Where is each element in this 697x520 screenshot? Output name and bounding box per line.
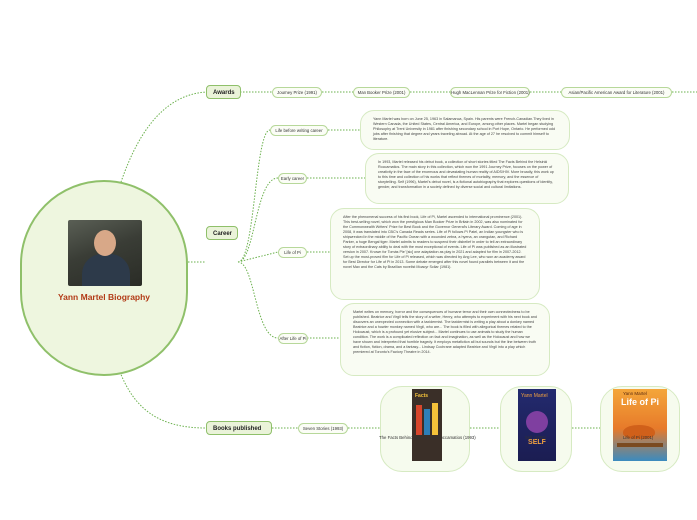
cover-self: Yann Martel SELF [518,389,556,461]
note-after-life-of-pi: Martel writes on memory, horror and the … [340,303,550,376]
cover-pi-author: Yann Martel [623,391,647,396]
cover-tiger-shape [623,425,655,439]
cover-self-orb [526,411,548,433]
root-node[interactable]: Yann Martel Biography [20,180,188,376]
award-asian-pacific[interactable]: Asian/Pacific American Award for Literat… [561,87,672,98]
award-journey-prize[interactable]: Journey Prize (1991) [272,87,322,98]
note-early-career: In 1993, Martel released his debut book,… [365,153,569,204]
career-early[interactable]: Early career [278,173,307,184]
book-card-life-of-pi[interactable]: Yann Martel Life of Pi Life of Pi (2001) [600,386,680,472]
caption-life-of-pi: Life of Pi (2001) [623,435,654,440]
cover-stripe-blue [424,409,430,435]
link-career-notes [307,129,365,339]
branch-books-published[interactable]: Books published [206,421,272,435]
branch-career[interactable]: Career [206,226,238,240]
branch-awards[interactable]: Awards [206,85,241,99]
award-man-booker[interactable]: Man Booker Prize (2001) [353,87,410,98]
caption-facts: The Facts Behind the Helsinki Roccamatio… [379,435,476,440]
cover-facts-title: Facts [415,393,429,399]
book-card-facts[interactable]: Facts The Facts Behind the Helsinki Rocc… [379,386,476,472]
award-hugh-maclennan[interactable]: Hugh MacLennan Prize for Fiction (2001) [450,87,530,98]
link-career-items [237,129,279,339]
cover-pi-title: Life of Pi [621,397,659,407]
caption-self: Self (1996) [525,435,547,440]
cover-stripe-yellow [432,403,438,435]
author-photo [68,220,142,286]
cover-self-title: SELF [528,439,546,446]
cover-facts: Facts [412,389,442,461]
photo-shirt [82,254,130,286]
link-awards [119,91,207,186]
cover-stripe-red [416,405,422,435]
career-life-before[interactable]: Life before writing career [270,125,328,136]
cover-life-of-pi: Yann Martel Life of Pi [613,389,667,461]
note-life-of-pi: After the phenomenal success of his firs… [330,208,540,300]
cover-self-author: Yann Martel [521,393,548,399]
career-after-life-of-pi[interactable]: After Life of Pi [278,333,308,344]
note-life-before: Yann Martel was born on June 25, 1963 in… [360,110,570,150]
book-seven-stories[interactable]: Seven Stories (1993) [298,423,348,434]
book-card-self[interactable]: Yann Martel SELF Self (1996) [500,386,572,472]
photo-face [94,230,116,256]
cover-boat-shape [617,443,663,447]
link-books [119,371,207,429]
root-title: Yann Martel Biography [57,292,151,302]
career-life-of-pi[interactable]: Life of Pi [278,247,307,258]
